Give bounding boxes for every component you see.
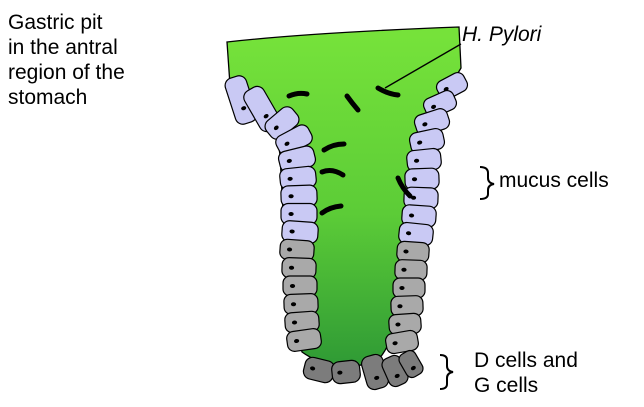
d-g-cells-line: G cells <box>474 373 634 398</box>
mucus-cells-label: mucus cells <box>499 168 609 193</box>
d-g-cell <box>283 276 317 296</box>
d-g-cells-label: D cells and G cells <box>474 348 634 398</box>
mucus-cells-brace <box>480 167 494 199</box>
bacterium-icon <box>289 93 307 96</box>
d-g-cells-line: D cells and <box>474 348 634 373</box>
d-g-cell <box>393 278 425 298</box>
cell-nucleus <box>399 286 404 290</box>
h-pylori-label: H. Pylori <box>462 22 541 47</box>
title-line: region of the <box>8 60 208 85</box>
cell-nucleus <box>290 284 295 288</box>
pit-base-cell <box>331 360 361 385</box>
d-g-cells-brace <box>440 355 453 389</box>
title-line: Gastric pit <box>8 10 208 35</box>
title-line: in the antral <box>8 35 208 60</box>
title-label: Gastric pit in the antral region of the … <box>8 10 208 110</box>
d-g-cell <box>286 328 322 353</box>
d-g-cell <box>395 259 428 280</box>
cell-nucleus <box>288 212 293 216</box>
title-line: stomach <box>8 85 208 110</box>
